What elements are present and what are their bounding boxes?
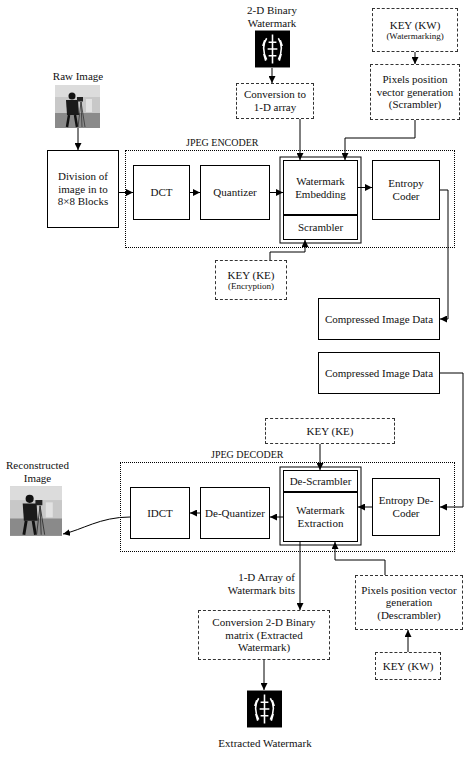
arrow-connector (270, 517, 283, 518)
data-box: Compressed Image Data (318, 298, 440, 340)
arrow-connector (408, 630, 409, 652)
key-box: KEY (KE)(Encryption) (215, 260, 287, 300)
node-text: KEY (KE) (228, 269, 275, 282)
key-box: KEY (KW)(Watermarking) (372, 8, 458, 52)
image-caption: 2-D Binary Watermark (222, 4, 322, 29)
node-text: KEY (KW) (390, 19, 441, 32)
image-caption: Extracted Watermark (200, 737, 330, 750)
process-box: Scrambler (283, 215, 358, 240)
node-text: Conversion 2-D Binary matrix (Extracted … (201, 616, 327, 654)
group-heading: JPEG ENCODER (186, 137, 259, 149)
process-box: Watermark Extraction (283, 492, 358, 542)
arrow-connector (358, 187, 372, 188)
arrow-connector (270, 192, 283, 193)
image-caption: Raw Image (40, 70, 116, 83)
node-text: KEY (KE) (307, 425, 354, 438)
decoder-group: JPEG DECODERDe-ScramblerWatermark Extrac… (120, 462, 455, 552)
conversion-box: Conversion to 1-D array (236, 83, 314, 119)
raw-image (55, 85, 100, 128)
watermark-image (247, 691, 282, 728)
group-heading: JPEG DECODER (211, 449, 284, 461)
watermark-image (255, 31, 290, 68)
edge-label: 1-D Array of Watermark bits (200, 571, 295, 596)
arrow-connector (119, 192, 133, 193)
node-text: IDCT (147, 507, 173, 520)
flow-arrow (272, 68, 273, 83)
arrow-connector (345, 120, 415, 160)
node-text: KEY (KW) (383, 660, 434, 673)
generator-box: Pixels position vector generation (Descr… (355, 575, 463, 630)
process-box: Quantizer (200, 165, 270, 220)
node-text: (Watermarking) (386, 31, 443, 41)
double-border (280, 157, 361, 243)
conversion-box: Conversion 2-D Binary matrix (Extracted … (198, 610, 330, 660)
arrow-connector (300, 542, 301, 610)
key-box: KEY (KE) (265, 418, 395, 444)
process-box: DCT (133, 165, 190, 220)
arrow-connector (300, 119, 301, 160)
process-box: Division of image in to 8×8 Blocks (47, 150, 119, 228)
process-box: Entropy De-Coder (372, 478, 440, 536)
process-box: De-Quantizer (200, 487, 270, 539)
flow-arrow (264, 660, 265, 690)
node-text: Entropy Coder (375, 177, 437, 202)
arrow-connector (190, 192, 200, 193)
flow-arrow (78, 128, 79, 150)
node-text: Entropy De-Coder (375, 494, 437, 519)
node-text: Pixels position vector generation (Descr… (358, 584, 460, 622)
arrow-connector (320, 444, 321, 470)
double-border (280, 467, 361, 545)
arrow-connector (190, 513, 200, 514)
node-text: Watermark Extraction (286, 504, 355, 529)
process-box: Watermark Embedding (283, 160, 358, 215)
node-text: Division of image in to 8×8 Blocks (50, 170, 116, 208)
node-text: De-Scrambler (290, 475, 352, 488)
encoder-group: JPEG ENCODERDCTQuantizerWatermark Embedd… (125, 150, 455, 248)
arrow-connector (270, 240, 305, 260)
node-text: Quantizer (213, 186, 256, 199)
process-box: Entropy Coder (372, 160, 440, 220)
node-text: Compressed Image Data (325, 367, 433, 380)
data-box: Compressed Image Data (318, 352, 440, 394)
node-text: Pixels position vector generation (Scram… (373, 73, 457, 111)
arrow-connector (358, 507, 372, 508)
arrow-connector (440, 190, 448, 319)
arrow-connector (335, 542, 385, 575)
node-text: DCT (151, 186, 173, 199)
process-box: IDCT (130, 487, 190, 539)
node-text: Compressed Image Data (325, 313, 433, 326)
node-text: De-Quantizer (205, 507, 265, 520)
key-box: KEY (KW) (375, 652, 441, 680)
node-text: Scrambler (298, 221, 343, 234)
node-text: Watermark Embedding (286, 175, 355, 200)
generator-box: Pixels position vector generation (Scram… (370, 64, 460, 120)
image-caption: Reconstructed Image (0, 459, 75, 484)
node-text: (Encryption) (228, 281, 274, 291)
reconstructed-image (10, 486, 62, 536)
arrow-connector (440, 373, 463, 507)
arrow-connector (415, 52, 416, 64)
node-text: Conversion to 1-D array (239, 88, 311, 113)
process-box: De-Scrambler (283, 470, 358, 492)
